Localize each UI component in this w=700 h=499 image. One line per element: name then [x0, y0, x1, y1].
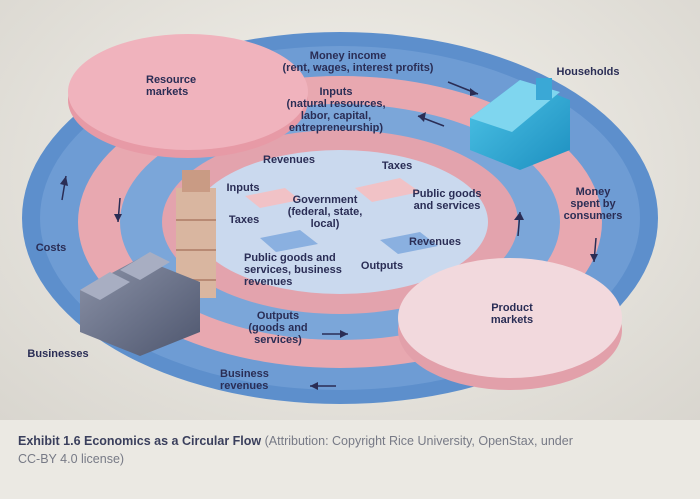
costs-label: Costs — [35, 242, 67, 254]
public-goods-services-label: Public goods and services — [412, 188, 482, 212]
caption-title: Exhibit 1.6 Economics as a Circular Flow — [18, 434, 262, 448]
revenues-tile — [355, 178, 420, 202]
inputs-top-label: Inputs (natural resources, labor, capita… — [286, 86, 386, 134]
taxes-top-label: Taxes — [381, 160, 413, 172]
government-disc — [192, 150, 488, 294]
inputs-tile — [245, 188, 300, 208]
businesses-label: Businesses — [27, 348, 89, 360]
public-goods-business-label: Public goods and services, business reve… — [244, 252, 342, 288]
arrowheads — [60, 88, 598, 390]
product-markets-label: Product markets — [490, 302, 534, 326]
households-label: Households — [556, 66, 620, 78]
caption-panel — [0, 420, 700, 499]
taxes-left-label: Taxes — [228, 214, 260, 226]
money-income-detail-label: (rent, wages, interest profits) — [282, 62, 434, 74]
revenues-right-label: Revenues — [409, 236, 461, 248]
businesses-factory-icon — [80, 252, 200, 356]
inputs-left-label: Inputs — [226, 182, 260, 194]
public-goods-tile — [380, 232, 438, 254]
outputs-goods-label: Outputs (goods and services) — [248, 310, 308, 346]
taxes-tile — [260, 230, 318, 252]
business-revenues-label: Business revenues — [220, 368, 269, 392]
outputs-mid-label: Outputs — [360, 260, 404, 272]
resource-markets-disc-top — [68, 34, 308, 150]
caption-attribution: (Attribution: Copyright Rice University,… — [18, 434, 573, 466]
money-income-label: Money income — [309, 50, 387, 62]
households-house-icon — [470, 78, 570, 170]
government-label: Government (federal, state, local) — [287, 194, 363, 230]
figure-caption: Exhibit 1.6 Economics as a Circular Flow… — [18, 432, 598, 468]
money-spent-label: Money spent by consumers — [563, 186, 623, 222]
product-markets-disc-top — [398, 258, 622, 378]
resource-markets-label: Resource markets — [146, 74, 197, 98]
revenues-top-label: Revenues — [263, 154, 315, 166]
